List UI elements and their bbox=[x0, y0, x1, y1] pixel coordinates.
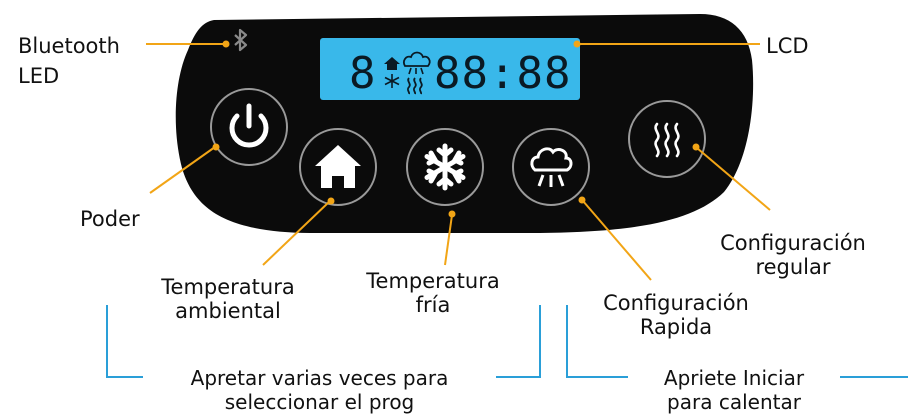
leader-cold bbox=[444, 214, 453, 266]
label-program-line2: seleccionar el prog bbox=[224, 390, 415, 414]
label-regular: Configuración regular bbox=[693, 231, 893, 279]
label-program-line1: Apretar varias veces para bbox=[190, 366, 449, 390]
label-bluetooth-led-line1: Bluetooth bbox=[18, 34, 120, 58]
label-cold-line2: fría bbox=[415, 293, 451, 317]
label-cold: Temperatura fría bbox=[340, 269, 526, 317]
cloud-steam-icon bbox=[530, 147, 573, 187]
label-power: Poder bbox=[80, 207, 140, 231]
leader-ambient bbox=[262, 200, 331, 266]
leader-rapid bbox=[582, 200, 652, 281]
lcd-digit-left: 8 bbox=[349, 48, 376, 99]
label-heat-line2: para calentar bbox=[667, 390, 801, 414]
label-cold-line1: Temperatura bbox=[366, 269, 500, 293]
label-bluetooth-led: Bluetooth LED bbox=[18, 34, 120, 88]
leader-power bbox=[149, 146, 216, 194]
label-regular-line1: Configuración bbox=[720, 231, 866, 255]
label-rapid-line2: Rapida bbox=[639, 315, 713, 339]
lcd-cloud-icon bbox=[403, 51, 431, 67]
snowflake-icon bbox=[424, 143, 466, 191]
leader-regular bbox=[696, 147, 771, 211]
lcd-heat-icon bbox=[406, 77, 423, 95]
bluetooth-icon bbox=[234, 28, 248, 52]
label-regular-line2: regular bbox=[755, 255, 831, 279]
label-rapid: Configuración Rapida bbox=[576, 291, 776, 339]
cold-temperature-button[interactable] bbox=[406, 128, 484, 206]
leader-lines bbox=[146, 40, 771, 281]
regular-setting-button[interactable] bbox=[628, 100, 706, 178]
bracket-program bbox=[106, 305, 541, 378]
label-heat-bracket: Apriete Iniciar para calentar bbox=[628, 366, 840, 414]
label-heat-line1: Apriete Iniciar bbox=[663, 366, 805, 390]
power-button[interactable] bbox=[210, 88, 288, 166]
lcd-clock: 88:88 bbox=[434, 48, 571, 99]
label-ambient-line2: ambiental bbox=[175, 299, 281, 323]
lcd-snowflake-icon bbox=[384, 74, 400, 88]
home-icon bbox=[315, 145, 361, 188]
bracket-heat bbox=[566, 305, 908, 378]
rapid-setting-button[interactable] bbox=[512, 128, 590, 206]
heat-waves-icon bbox=[654, 122, 680, 158]
lcd-home-icon bbox=[384, 57, 400, 70]
label-ambient-line1: Temperatura bbox=[161, 275, 295, 299]
label-ambient: Temperatura ambiental bbox=[135, 275, 321, 323]
label-rapid-line1: Configuración bbox=[603, 291, 749, 315]
label-lcd: LCD bbox=[766, 34, 809, 58]
label-bluetooth-led-line2: LED bbox=[18, 64, 60, 88]
lcd-screen: 8 88:88 bbox=[320, 38, 580, 100]
label-program-bracket: Apretar varias veces para seleccionar el… bbox=[143, 366, 496, 414]
lcd-cloud-steam bbox=[408, 67, 424, 75]
power-icon bbox=[229, 103, 269, 148]
ambient-temperature-button[interactable] bbox=[299, 128, 377, 206]
